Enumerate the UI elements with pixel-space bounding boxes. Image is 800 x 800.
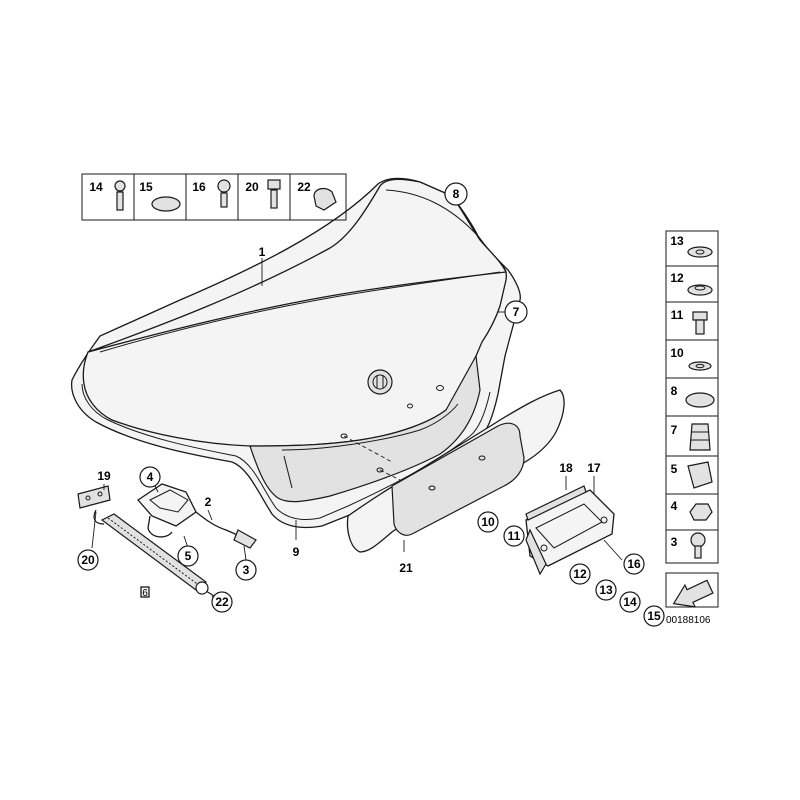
legend-top-16: 16 xyxy=(192,180,206,194)
callout-5: 5 xyxy=(185,549,192,563)
callout-10: 10 xyxy=(481,515,495,529)
legend-top-22: 22 xyxy=(297,180,311,194)
legend-side-5: 5 xyxy=(671,462,678,476)
callout-7: 7 xyxy=(513,305,520,319)
legend-side-11: 11 xyxy=(671,308,684,322)
legend-side-8: 8 xyxy=(671,384,678,398)
legend-top-20: 20 xyxy=(245,180,259,194)
callout-20: 20 xyxy=(81,553,95,567)
top-legend-labels: 14 15 16 20 22 xyxy=(89,180,311,194)
license-plate-bracket xyxy=(525,485,615,576)
callout-2: 2 xyxy=(205,495,212,509)
callout-markers xyxy=(77,182,665,627)
fastener-legend-top xyxy=(81,173,347,221)
callout-17: 17 xyxy=(587,461,601,475)
callout-1: 1 xyxy=(259,245,266,259)
callout-16: 16 xyxy=(627,557,641,571)
callout-4: 4 xyxy=(147,470,154,484)
callout-labels: 1 8 7 4 2 5 3 19 20 22 6 9 21 10 11 18 1… xyxy=(81,187,661,623)
legend-top-15: 15 xyxy=(139,180,153,194)
callout-18: 18 xyxy=(559,461,573,475)
callout-14: 14 xyxy=(623,595,637,609)
orientation-arrow-box xyxy=(665,572,719,608)
legend-side-10: 10 xyxy=(670,346,684,360)
legend-side-7: 7 xyxy=(671,423,678,437)
callout-22: 22 xyxy=(215,595,229,609)
legend-side-13: 13 xyxy=(670,234,684,248)
callout-13: 13 xyxy=(599,583,613,597)
drawing-number: 00188106 xyxy=(666,615,711,626)
gas-spring xyxy=(93,509,215,598)
trunk-lid xyxy=(70,177,521,529)
side-legend-labels: 13 12 11 10 8 7 5 4 3 xyxy=(670,234,684,549)
callout-8: 8 xyxy=(453,187,460,201)
callout-3: 3 xyxy=(243,563,250,577)
latch-assembly xyxy=(137,483,257,549)
fastener-legend-side xyxy=(665,230,719,564)
callout-11: 11 xyxy=(508,529,521,543)
callout-6: 6 xyxy=(142,588,148,599)
legend-top-14: 14 xyxy=(89,180,103,194)
callout-21: 21 xyxy=(399,561,413,575)
callout-19: 19 xyxy=(97,469,111,483)
spring-bracket xyxy=(77,485,111,509)
callout-9: 9 xyxy=(293,545,300,559)
callout-15: 15 xyxy=(647,609,661,623)
callout-12: 12 xyxy=(573,567,587,581)
license-plate-trim xyxy=(346,389,565,553)
legend-side-4: 4 xyxy=(671,499,678,513)
legend-side-3: 3 xyxy=(671,535,678,549)
legend-side-12: 12 xyxy=(670,271,684,285)
